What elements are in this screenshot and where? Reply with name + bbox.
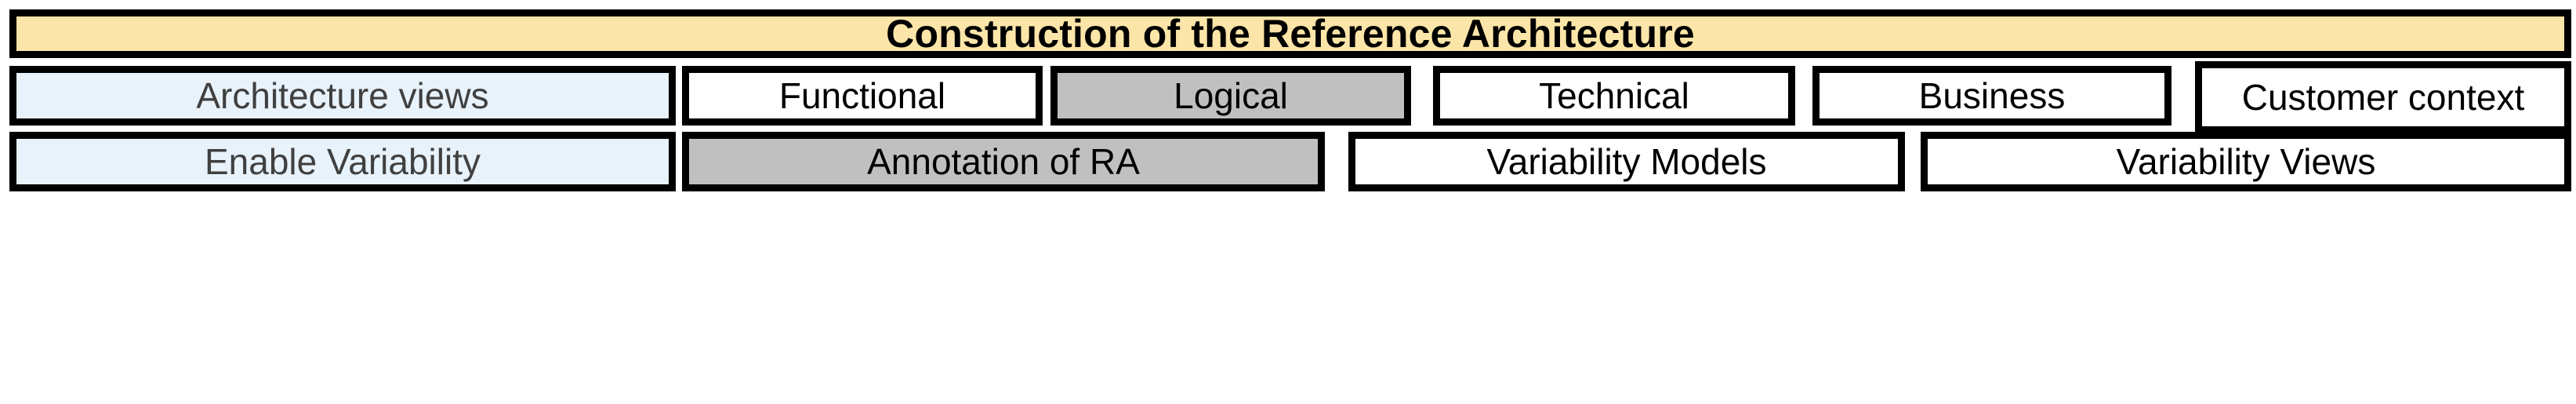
variability-box-variability-views[interactable]: Variability Views bbox=[1921, 132, 2571, 191]
row-label-architecture-views: Architecture views bbox=[9, 66, 676, 126]
view-box-label: Customer context bbox=[2241, 77, 2525, 118]
view-box-customer-context[interactable]: Customer context bbox=[2195, 61, 2571, 133]
view-box-business[interactable]: Business bbox=[1812, 66, 2171, 126]
view-box-label: Technical bbox=[1539, 75, 1689, 116]
view-box-technical[interactable]: Technical bbox=[1433, 66, 1795, 126]
variability-box-variability-models[interactable]: Variability Models bbox=[1348, 132, 1905, 191]
row-label-text: Enable Variability bbox=[204, 140, 481, 182]
header-banner: Construction of the Reference Architectu… bbox=[9, 9, 2571, 58]
variability-box-label: Variability Views bbox=[2116, 140, 2376, 182]
view-box-functional[interactable]: Functional bbox=[682, 66, 1043, 126]
row-label-text: Architecture views bbox=[196, 75, 489, 116]
variability-box-label: Variability Models bbox=[1486, 140, 1767, 182]
header-title: Construction of the Reference Architectu… bbox=[886, 11, 1695, 56]
variability-box-annotation-of-ra[interactable]: Annotation of RA bbox=[682, 132, 1325, 191]
variability-box-label: Annotation of RA bbox=[867, 140, 1140, 182]
view-box-label: Logical bbox=[1174, 75, 1288, 116]
view-box-logical[interactable]: Logical bbox=[1050, 66, 1411, 126]
view-box-label: Business bbox=[1918, 75, 2066, 116]
row-label-enable-variability: Enable Variability bbox=[9, 132, 676, 191]
view-box-label: Functional bbox=[778, 75, 946, 116]
